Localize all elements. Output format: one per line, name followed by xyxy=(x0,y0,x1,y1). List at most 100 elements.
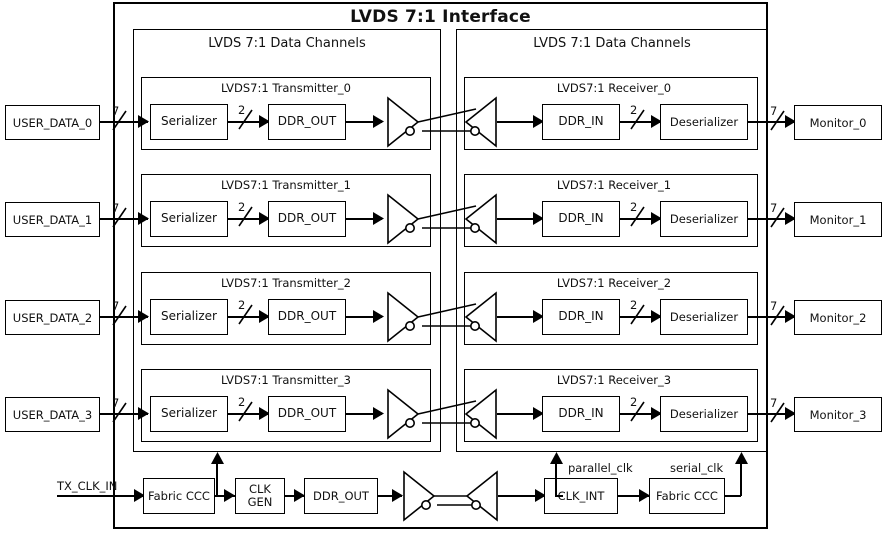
clk-ddr-out-block[interactable]: DDR_OUT xyxy=(304,478,378,514)
wire-ddrin-to-deser-0 xyxy=(620,121,660,123)
bus-label-sink-0: 7 xyxy=(770,104,778,118)
tx-channel-frame-1 xyxy=(141,174,431,247)
bus-slash-tx-1 xyxy=(238,206,253,227)
bus-slash-rx-1 xyxy=(630,206,645,227)
serializer-block-1[interactable]: Serializer xyxy=(150,201,228,237)
deserializer-block-0[interactable]: Deserializer xyxy=(660,104,748,140)
tx-lvds-buffer-0[interactable] xyxy=(386,96,422,148)
arrow-deser-to-sink-2 xyxy=(785,310,796,323)
sink-block-3[interactable]: Monitor_3 xyxy=(794,397,882,432)
arrow-ccc-to-tx-channels xyxy=(211,452,224,464)
bus-slash-sink-2 xyxy=(770,305,785,326)
lvds-differential-pair-3 xyxy=(417,400,477,424)
wire-ddrin-to-deser-1 xyxy=(620,218,660,220)
wire-ccc-branch-up xyxy=(216,462,218,496)
ddr-in-block-2[interactable]: DDR_IN xyxy=(542,299,620,335)
rx-lvds-buffer-3[interactable] xyxy=(464,388,500,440)
deserializer-block-1[interactable]: Deserializer xyxy=(660,201,748,237)
arrow-ccc-to-clkgen xyxy=(224,489,235,502)
bus-slash-source-3 xyxy=(112,402,127,423)
wire-ser-to-ddrout-0 xyxy=(228,121,268,123)
ddr-out-block-3[interactable]: DDR_OUT xyxy=(268,396,346,432)
sink-block-0[interactable]: Monitor_0 xyxy=(794,105,882,140)
tx-data-channels-title: LVDS 7:1 Data Channels xyxy=(208,36,366,51)
arrow-ddrout-to-txbuf-2 xyxy=(373,310,384,323)
serializer-block-2[interactable]: Serializer xyxy=(150,299,228,335)
wire-ser-to-ddrout-3 xyxy=(228,413,268,415)
wire-rxbuf-to-ddrin-0 xyxy=(497,121,541,123)
deserializer-label-2: Deserializer xyxy=(669,309,739,324)
sink-block-2[interactable]: Monitor_2 xyxy=(794,300,882,335)
source-block-2[interactable]: USER_DATA_2 xyxy=(5,300,100,335)
bus-slash-source-1 xyxy=(112,207,127,228)
serializer-block-3[interactable]: Serializer xyxy=(150,396,228,432)
clk-gen-label: CLK GEN xyxy=(247,482,273,509)
rx-channel-frame-3 xyxy=(464,369,758,442)
serializer-block-0[interactable]: Serializer xyxy=(150,104,228,140)
ddr-in-label-2: DDR_IN xyxy=(558,309,604,324)
ddr-out-block-2[interactable]: DDR_OUT xyxy=(268,299,346,335)
rx-lvds-buffer-2[interactable] xyxy=(464,291,500,343)
bus-slash-source-2 xyxy=(112,305,127,326)
deserializer-block-2[interactable]: Deserializer xyxy=(660,299,748,335)
source-label-2: USER_DATA_2 xyxy=(12,310,93,325)
wire-rxbuf-to-ddrin-3 xyxy=(497,413,541,415)
ddr-in-label-1: DDR_IN xyxy=(558,211,604,226)
ddr-in-block-0[interactable]: DDR_IN xyxy=(542,104,620,140)
serializer-label-3: Serializer xyxy=(161,406,217,421)
bus-slash-source-0 xyxy=(112,110,127,131)
clk-rx-lvds-buffer[interactable] xyxy=(465,470,501,522)
ddr-in-block-1[interactable]: DDR_IN xyxy=(542,201,620,237)
arrow-parallel-clk xyxy=(550,452,563,464)
bus-label-sink-1: 7 xyxy=(770,201,778,215)
bus-label-source-2: 7 xyxy=(112,299,120,313)
tx-channel-frame-3 xyxy=(141,369,431,442)
arrow-ddrin-to-deser-0 xyxy=(651,115,662,128)
rx-channel-frame-2 xyxy=(464,272,758,345)
sink-label-1: Monitor_1 xyxy=(809,212,867,227)
source-block-0[interactable]: USER_DATA_0 xyxy=(5,105,100,140)
rx-fabric-ccc-block[interactable]: Fabric CCC xyxy=(649,478,725,514)
wire-ddrin-to-deser-3 xyxy=(620,413,660,415)
bus-label-source-1: 7 xyxy=(112,201,120,215)
clk-tx-lvds-buffer[interactable] xyxy=(402,470,438,522)
wire-deser-to-sink-0 xyxy=(748,121,794,123)
clk-gen-block[interactable]: CLK GEN xyxy=(235,478,285,514)
bus-label-source-0: 7 xyxy=(112,104,120,118)
source-block-1[interactable]: USER_DATA_1 xyxy=(5,202,100,237)
ddr-out-block-0[interactable]: DDR_OUT xyxy=(268,104,346,140)
tx-lvds-buffer-1[interactable] xyxy=(386,193,422,245)
bus-label-source-3: 7 xyxy=(112,396,120,410)
tx-channel-title-0: LVDS7:1 Transmitter_0 xyxy=(220,81,351,95)
ddr-out-label-2: DDR_OUT xyxy=(277,309,337,324)
wire-ser-to-ddrout-2 xyxy=(228,316,268,318)
wire-source-to-tx-1 xyxy=(100,218,148,220)
ddr-out-label-3: DDR_OUT xyxy=(277,406,337,421)
bus-slash-rx-0 xyxy=(630,109,645,130)
arrow-deser-to-sink-1 xyxy=(785,212,796,225)
arrow-source-to-tx-1 xyxy=(138,212,149,225)
sink-label-3: Monitor_3 xyxy=(809,407,867,422)
deserializer-block-3[interactable]: Deserializer xyxy=(660,396,748,432)
rx-lvds-buffer-1[interactable] xyxy=(464,193,500,245)
bus-slash-sink-3 xyxy=(770,402,785,423)
ddr-in-block-3[interactable]: DDR_IN xyxy=(542,396,620,432)
tx-lvds-buffer-2[interactable] xyxy=(386,291,422,343)
parallel-clk-label: parallel_clk xyxy=(568,461,633,475)
wire-ddrout-to-clk-txbuf xyxy=(378,495,402,497)
source-block-3[interactable]: USER_DATA_3 xyxy=(5,397,100,432)
arrow-rxbuf-to-ddrin-0 xyxy=(533,115,544,128)
lvds-differential-pair-1 xyxy=(417,205,477,229)
arrow-rxbuf-to-ddrin-2 xyxy=(533,310,544,323)
wire-rxbuf-to-ddrin-1 xyxy=(497,218,541,220)
arrow-rxbuf-to-ddrin-3 xyxy=(533,407,544,420)
sink-block-1[interactable]: Monitor_1 xyxy=(794,202,882,237)
tx-fabric-ccc-block[interactable]: Fabric CCC xyxy=(143,478,215,514)
ddr-out-block-1[interactable]: DDR_OUT xyxy=(268,201,346,237)
serializer-label-1: Serializer xyxy=(161,211,217,226)
tx-lvds-buffer-3[interactable] xyxy=(386,388,422,440)
arrow-ddrin-to-deser-1 xyxy=(651,212,662,225)
rx-lvds-buffer-0[interactable] xyxy=(464,96,500,148)
bus-label-tx-3: 2 xyxy=(238,395,246,409)
